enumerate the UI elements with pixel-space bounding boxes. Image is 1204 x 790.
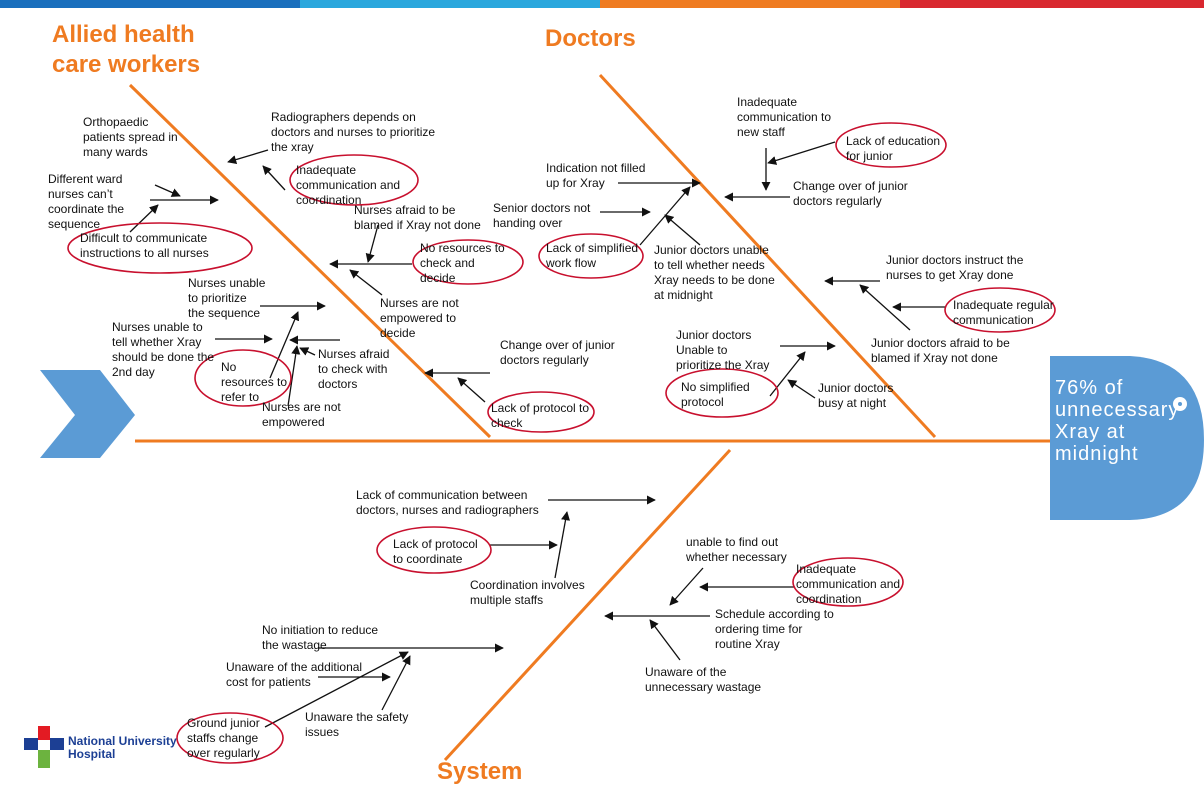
cause-no-resources-check: No resources to check and decide <box>420 241 505 285</box>
cause-lack-protocol-coordinate: Lack of protocol to coordinate <box>393 537 478 566</box>
category-allied-health: Allied health care workers <box>52 21 201 78</box>
bone-system <box>443 448 732 762</box>
cause-inadequate-comm-2: Inadequate communication and coordinatio… <box>796 562 901 606</box>
top-bar-segment-2 <box>300 0 600 8</box>
allied-arrows <box>129 149 490 407</box>
fish-head <box>1050 356 1204 520</box>
cause-change-over-2: Change over of junior doctors regularly <box>793 179 908 208</box>
cause-no-initiation: No initiation to reduce the wastage <box>262 623 379 652</box>
cause-inadequate-comm-new: Inadequate communication to new staff <box>737 95 832 139</box>
cause-different-ward: Different ward nurses can’t coordinate t… <box>48 172 125 231</box>
cause-nurses-unable-tell: Nurses unable to tell whether Xray shoul… <box>112 320 215 379</box>
bone-allied <box>128 83 492 439</box>
cause-junior-unable-prioritize: Junior doctors Unable to prioritize the … <box>676 328 770 372</box>
effect-text: 76% of unnecessary Xray at midnight <box>1055 377 1180 465</box>
cause-nurses-afraid-blamed: Nurses afraid to be blamed if Xray not d… <box>354 203 481 232</box>
cause-ground-junior: Ground junior staffs change over regular… <box>187 716 260 760</box>
head-eye-pupil <box>1178 402 1182 406</box>
cause-change-over-1: Change over of junior doctors regularly <box>500 338 615 367</box>
cause-indication-not-filled: Indication not filled up for Xray <box>546 161 646 190</box>
highlight-circles <box>67 122 1056 764</box>
top-bar-segment-4 <box>900 0 1204 8</box>
cause-junior-unable-tell: Junior doctors unable to tell whether ne… <box>654 243 775 302</box>
cause-unaware-wastage: Unaware of the unnecessary wastage <box>645 665 762 694</box>
cause-schedule-ordering: Schedule according to ordering time for … <box>715 607 834 651</box>
cause-orthopaedic: Orthopaedic patients spread in many ward… <box>83 115 178 159</box>
cause-difficult-communicate: Difficult to communicate instructions to… <box>80 231 209 260</box>
cause-lack-comm-between: Lack of communication between doctors, n… <box>356 488 539 517</box>
category-doctors: Doctors <box>545 25 636 52</box>
hospital-logo-icon <box>24 726 64 768</box>
cause-nurses-not-empowered: Nurses are not empowered <box>262 400 341 429</box>
hospital-logo-text: National University Hospital <box>68 734 177 761</box>
doctors-arrows <box>600 141 945 399</box>
cause-junior-afraid-blamed: Junior doctors afraid to be blamed if Xr… <box>871 336 1010 365</box>
cause-junior-instruct: Junior doctors instruct the nurses to ge… <box>886 253 1024 282</box>
cause-no-simplified-protocol: No simplified protocol <box>681 380 750 409</box>
cause-radiographers: Radiographers depends on doctors and nur… <box>271 110 436 154</box>
cause-nurses-afraid-check: Nurses afraid to check with doctors <box>318 347 390 391</box>
bone-doctors <box>598 73 937 439</box>
cause-senior-not-handing: Senior doctors not handing over <box>493 201 591 230</box>
cause-junior-busy: Junior doctors busy at night <box>818 381 894 410</box>
top-bar-segment-1 <box>0 0 300 8</box>
cause-nurses-not-empowered-decide: Nurses are not empowered to decide <box>380 296 459 340</box>
cause-lack-education: Lack of education for junior <box>846 134 941 163</box>
top-bar-segment-3 <box>600 0 900 8</box>
cause-inadequate-comm-1: Inadequate communication and coordinatio… <box>296 163 401 207</box>
cause-lack-simplified-workflow: Lack of simplified work flow <box>546 241 639 270</box>
cause-unable-find-out: unable to find out whether necessary <box>686 535 787 564</box>
cause-no-resources-refer: No resources to refer to <box>221 360 288 404</box>
fish-tail <box>40 370 135 458</box>
cause-inadequate-regular-comm: Inadequate regular communication <box>953 298 1054 327</box>
cause-lack-protocol-check: Lack of protocol to check <box>491 401 590 430</box>
cause-unaware-cost: Unaware of the additional cost for patie… <box>226 660 363 689</box>
cause-nurses-unable-prioritize: Nurses unable to prioritize the sequence <box>188 276 266 320</box>
cause-coordination-multiple: Coordination involves multiple staffs <box>470 578 585 607</box>
system-arrows <box>264 495 795 728</box>
category-system: System <box>437 758 523 785</box>
cause-unaware-safety: Unaware the safety issues <box>305 710 409 739</box>
